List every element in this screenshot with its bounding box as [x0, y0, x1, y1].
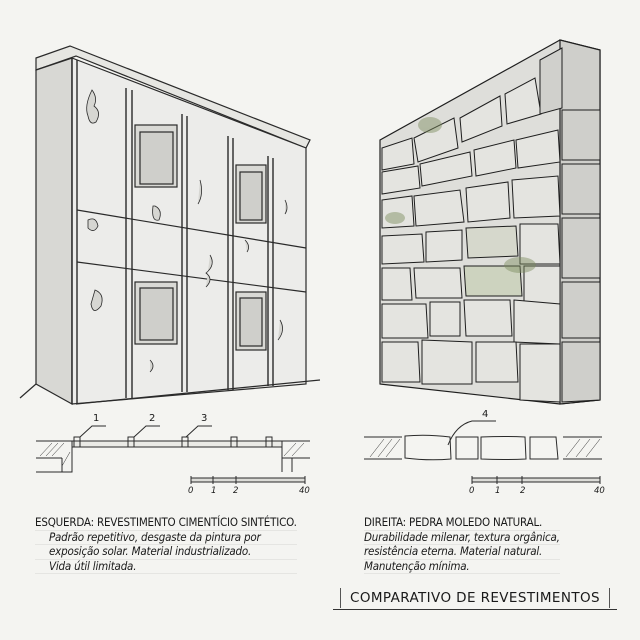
callout-3: 3 — [201, 413, 208, 424]
callout-1: 1 — [93, 413, 100, 424]
scale-label: 40 — [594, 486, 605, 496]
scale-label: 0 — [188, 486, 194, 496]
left-caption-heading: ESQUERDA: REVESTIMENTO CIMENTÍCIO SINTÉT… — [35, 515, 297, 531]
scale-label: 1 — [211, 486, 217, 496]
callout-4: 4 — [482, 409, 489, 420]
callout-2: 2 — [149, 413, 156, 424]
scale-label: 0 — [469, 486, 475, 496]
right-caption: DIREITA: PEDRA MOLEDO NATURAL. Durabilid… — [364, 515, 560, 574]
right-caption-line: Manutenção mínima. — [364, 559, 560, 574]
scale-label: 1 — [495, 486, 501, 496]
left-caption-line: exposição solar. Material industrializad… — [35, 544, 297, 560]
left-caption: ESQUERDA: REVESTIMENTO CIMENTÍCIO SINTÉT… — [35, 515, 297, 574]
right-caption-heading: DIREITA: PEDRA MOLEDO NATURAL. — [364, 515, 560, 531]
drawing-title: COMPARATIVO DE REVESTIMENTOS — [340, 588, 610, 608]
title-underline — [333, 609, 617, 610]
scale-label: 2 — [233, 486, 239, 496]
right-caption-line: resistência eterna. Material natural. — [364, 544, 560, 560]
left-caption-line: Vida útil limitada. — [35, 559, 297, 574]
right-caption-line: Durabilidade milenar, textura orgânica, — [364, 529, 560, 545]
scale-label: 2 — [520, 486, 526, 496]
left-caption-line: Padrão repetitivo, desgaste da pintura p… — [35, 530, 297, 545]
scale-label: 40 — [299, 486, 310, 496]
